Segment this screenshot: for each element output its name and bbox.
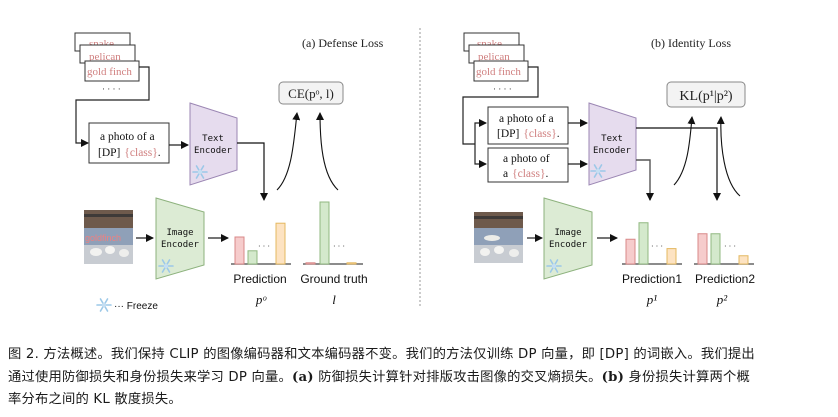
ground-truth-symbol: l	[332, 292, 336, 307]
panel-a-title: (a) Defense Loss	[302, 36, 384, 50]
freeze-legend-label: ··· Freeze	[114, 301, 158, 312]
prompt-box	[88, 122, 170, 164]
text-encoder-to-prediction1-arrow	[636, 159, 654, 201]
class-more-ellipsis: · · · ·	[102, 84, 121, 94]
image-encoder-label-1: Image	[166, 228, 193, 238]
prediction2-bar-chart	[694, 233, 754, 265]
prediction1-label: Prediction1	[622, 272, 682, 286]
class-label-pelican: pelican	[89, 51, 121, 63]
image-encoder-label-2: Encoder	[549, 240, 588, 250]
prediction-bar-3	[275, 222, 286, 265]
figure-caption: 图 2. 方法概述。我们保持 CLIP 的图像编码器和文本编码器不变。我们的方法…	[8, 344, 834, 412]
caption-line-2: 通过使用防御损失和身份损失来学习 DP 向量。(a) 防御损失计算针对排版攻击图…	[8, 369, 751, 385]
prediction1-bar-2	[638, 222, 649, 265]
panel-b-title: (b) Identity Loss	[651, 36, 731, 50]
prediction1-symbol: p¹	[646, 292, 658, 307]
prediction-to-loss-arrow	[276, 112, 301, 191]
image-encoder-label-2: Encoder	[161, 240, 200, 250]
prompt-line2: [DP]{class}.	[98, 147, 161, 159]
prediction2-bars-ellipsis: · · ·	[724, 242, 736, 251]
text-encoder-to-prediction2-arrow	[636, 127, 721, 201]
panel-defense-loss: (a) Defense Loss snake pelican gold finc…	[74, 32, 384, 312]
ground-truth-bars-ellipsis: · · ·	[333, 242, 345, 251]
kl-loss-box	[666, 81, 746, 108]
text-encoder-label-2: Encoder	[593, 146, 632, 156]
prediction-bars-ellipsis: · · ·	[258, 242, 270, 251]
kl-loss-formula: KL(p¹|p²)	[679, 89, 733, 104]
class-to-prompt2-arrow	[474, 144, 487, 168]
prediction2-bar-3	[738, 255, 749, 265]
snowflake-icon	[96, 298, 112, 312]
prediction2-to-loss-arrow	[716, 116, 741, 197]
class-to-prompt-arrow	[75, 66, 150, 147]
text-encoder	[189, 102, 238, 186]
class-label-pelican: pelican	[478, 51, 510, 63]
text-encoder	[588, 102, 637, 186]
prediction2-symbol: p²	[716, 292, 729, 307]
image-encoder-label-1: Image	[554, 228, 581, 238]
prediction-label: Prediction	[233, 272, 286, 286]
caption-label-b: (b)	[601, 369, 625, 385]
prediction2-label: Prediction2	[695, 272, 755, 286]
image-encoder	[155, 197, 205, 280]
class-card-stack: snake pelican gold finch · · · ·	[74, 32, 140, 94]
image-overlay-text: goldfinch	[85, 233, 121, 243]
caption-line-1: 图 2. 方法概述。我们保持 CLIP 的图像编码器和文本编码器不变。我们的方法…	[8, 347, 755, 362]
prompt-dp-line2: [DP]{class}.	[497, 128, 560, 140]
ce-loss-box	[278, 81, 344, 105]
class-more-ellipsis: · · · ·	[493, 84, 512, 94]
text-encoder-to-prediction-arrow	[237, 142, 268, 201]
prediction2-bar-2	[710, 233, 721, 265]
method-overview-diagram: (a) Defense Loss snake pelican gold finc…	[74, 28, 755, 312]
ground-truth-bar-chart	[303, 201, 363, 265]
prompt-plain-line1: a photo of	[503, 153, 550, 165]
prediction1-bar-1	[625, 238, 636, 265]
ground-truth-to-loss-arrow	[316, 112, 339, 191]
class-card-goldfinch	[473, 60, 529, 82]
class-to-prompts-connector	[462, 66, 539, 145]
ground-truth-bar-1	[305, 262, 316, 265]
prediction-symbol: pᵒ	[255, 292, 268, 307]
prediction1-bar-chart	[622, 222, 682, 265]
panel-identity-loss: (b) Identity Loss snake pelican gold fin…	[462, 32, 755, 307]
ce-loss-formula: CE(pᵒ, l)	[288, 86, 334, 101]
prediction1-to-loss-arrow	[673, 116, 696, 186]
caption-line-3: 率分布之间的 KL 散度损失。	[8, 392, 182, 407]
text-encoder-label-1: Text	[202, 134, 224, 144]
clean-image	[474, 212, 523, 263]
class-label-goldfinch: gold finch	[87, 66, 132, 78]
prompt-plain-box	[487, 147, 569, 183]
prompt-dp-line1: a photo of a	[499, 113, 554, 125]
prediction-bar-2	[247, 250, 258, 265]
text-encoder-label-1: Text	[601, 134, 623, 144]
prompt-line1: a photo of a	[100, 131, 155, 143]
prediction-bar-1	[234, 236, 245, 265]
prediction2-bar-1	[697, 233, 708, 265]
prediction1-bars-ellipsis: · · ·	[651, 242, 663, 251]
class-card-goldfinch	[84, 60, 140, 82]
image-encoder	[543, 197, 593, 280]
text-encoder-label-2: Encoder	[194, 146, 233, 156]
typographic-attack-image: goldfinch	[84, 210, 133, 264]
caption-label-a: (a)	[291, 369, 314, 385]
ground-truth-bar-3	[346, 262, 357, 265]
prediction-bar-chart	[231, 222, 291, 265]
prompt-plain-line2: a{class}.	[503, 168, 549, 180]
class-card-stack: snake pelican gold finch · · · ·	[463, 32, 529, 94]
class-label-goldfinch: gold finch	[476, 66, 521, 78]
class-to-prompt1-arrow	[474, 119, 487, 144]
ground-truth-label: Ground truth	[300, 272, 367, 286]
ground-truth-bar-2	[319, 201, 330, 265]
prediction1-bar-3	[666, 248, 677, 265]
prompt-dp-box	[487, 106, 569, 145]
